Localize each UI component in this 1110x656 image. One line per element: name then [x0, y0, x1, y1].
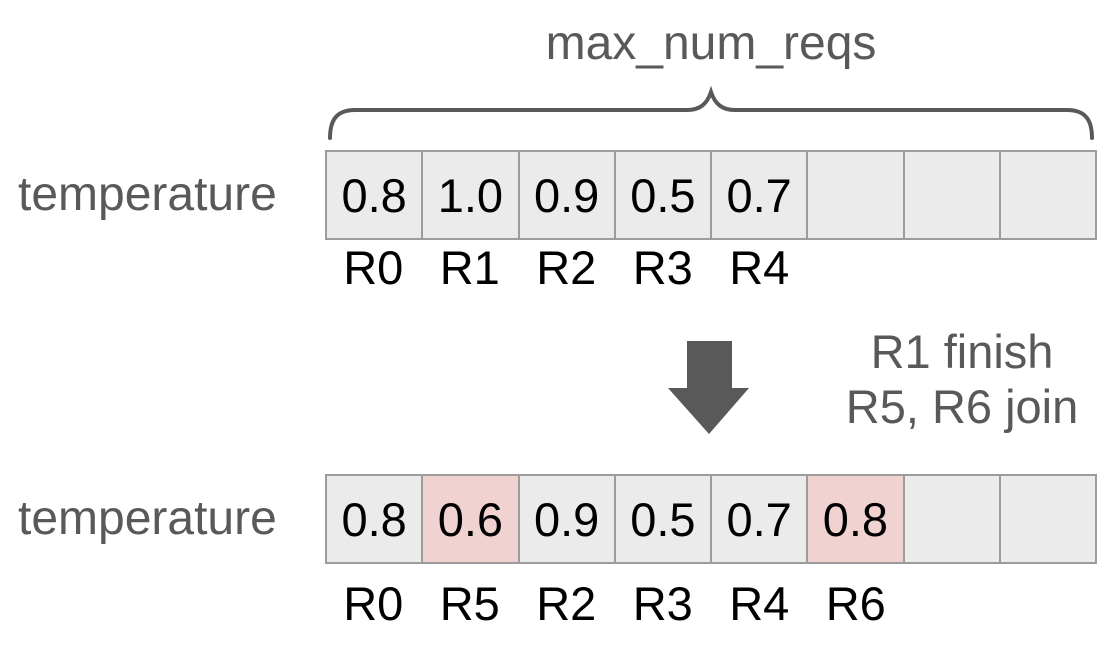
request-labels-top: R0 R1 R2 R3 R4: [325, 244, 1097, 292]
request-label: [1001, 580, 1098, 628]
temperature-cell: 0.9: [517, 476, 614, 562]
temperature-cell: [998, 152, 1095, 238]
request-label: [1001, 244, 1098, 292]
temperature-cell: [806, 152, 902, 238]
request-label: R3: [632, 241, 693, 294]
down-arrow-shape: [668, 341, 749, 434]
request-label: [904, 244, 1001, 292]
temperature-cell: [902, 152, 999, 238]
request-label: R1: [439, 241, 500, 294]
request-label: R2: [536, 577, 597, 630]
temperature-cell: 1.0: [421, 152, 517, 238]
temperature-cell-highlighted: 0.6: [421, 476, 518, 562]
temperature-label-top: temperature: [18, 168, 277, 221]
temperature-cell: 0.5: [613, 476, 710, 562]
over-brace-icon: [325, 84, 1097, 144]
request-label: R5: [439, 577, 500, 630]
temperature-cell: 0.7: [710, 152, 806, 238]
temperature-cell: [902, 476, 999, 562]
temperature-cell: 0.7: [710, 476, 806, 562]
transition-note-line2: R5, R6 join: [845, 380, 1079, 433]
request-label: R2: [536, 241, 597, 294]
request-label: R0: [343, 577, 404, 630]
transition-note-line1: R1 finish: [870, 325, 1054, 378]
request-label: R0: [343, 241, 404, 294]
request-label: R6: [825, 577, 886, 630]
temperature-cell: 0.5: [613, 152, 710, 238]
temperature-cell: [998, 476, 1095, 562]
down-arrow-icon: [660, 341, 756, 436]
request-label: [904, 580, 1001, 628]
request-label: [808, 244, 905, 292]
temperature-cell: 0.8: [341, 492, 407, 546]
temperature-label-bottom: temperature: [18, 492, 277, 545]
temperature-cell: 0.9: [517, 152, 614, 238]
request-labels-bottom: R0 R5 R2 R3 R4 R6: [325, 580, 1097, 628]
request-label: R4: [729, 241, 790, 294]
temperature-cell: 0.8: [341, 168, 407, 222]
request-label: R4: [729, 577, 790, 630]
temperature-cell-highlighted: 0.8: [806, 476, 903, 562]
request-label: R3: [632, 577, 693, 630]
max-num-reqs-title: max_num_reqs: [545, 17, 877, 70]
transition-note: R1 finish R5, R6 join: [806, 324, 1110, 434]
